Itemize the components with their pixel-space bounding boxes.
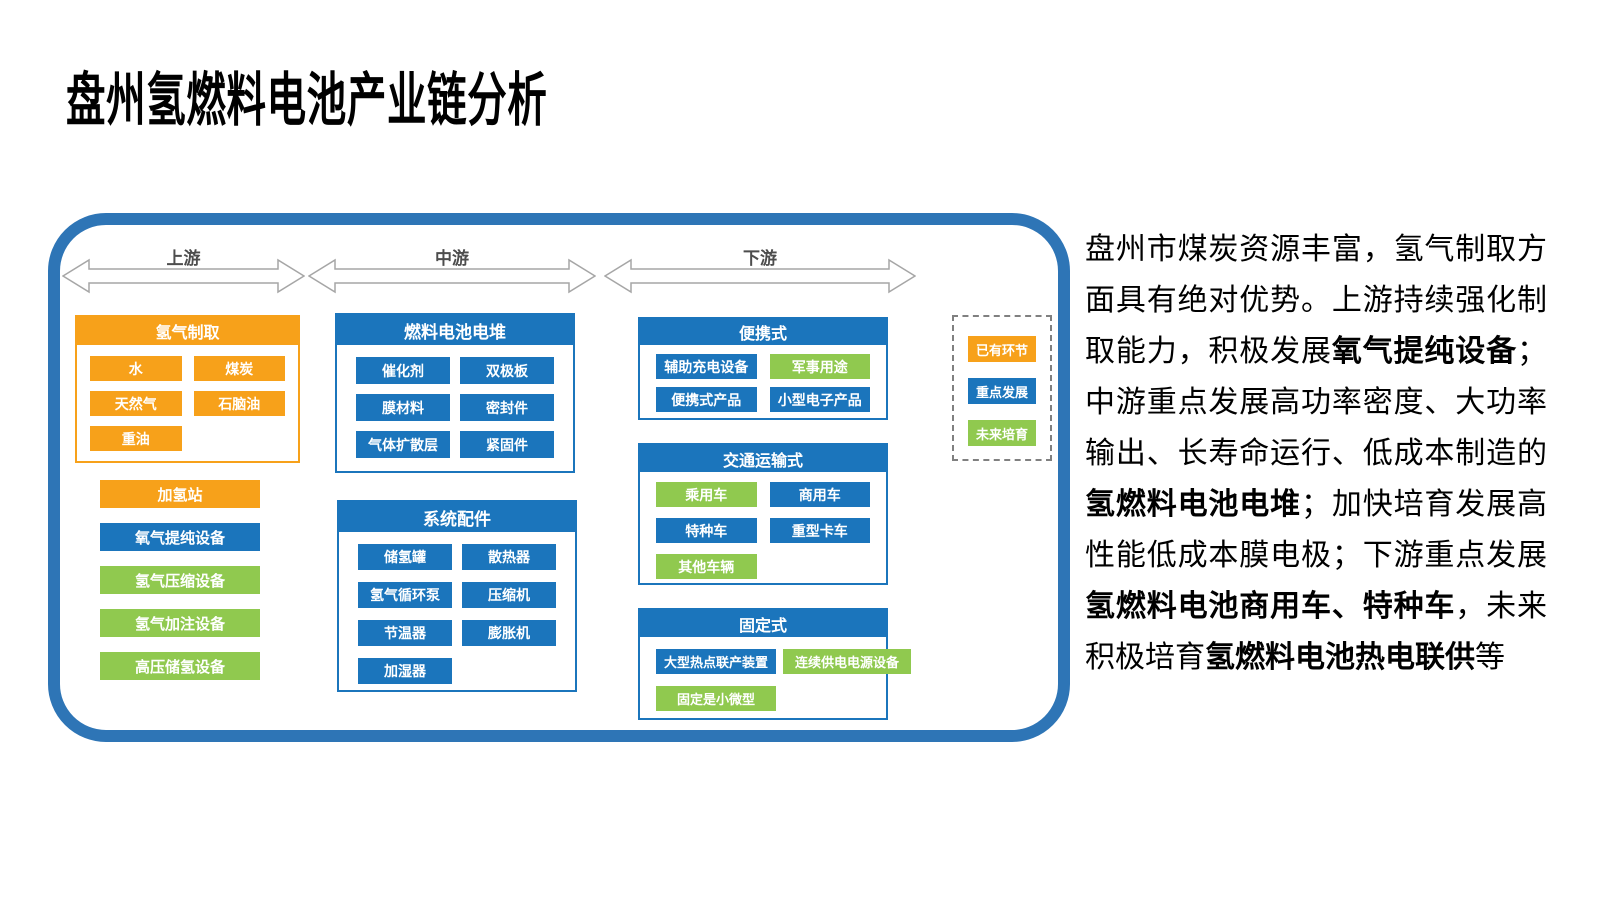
description-bold-segment: 氢燃料电池电堆 (1085, 488, 1301, 521)
chain-item-hydrogen-compression: 氢气压缩设备 (100, 566, 260, 594)
chain-item-radiator: 散热器 (462, 544, 556, 570)
group-items: 辅助充电设备 军事用途 便携式产品 小型电子产品 (640, 345, 886, 421)
chain-item-hydrogen-filling: 氢气加注设备 (100, 609, 260, 637)
group-items: 水 煤炭 天然气 石脑油 重油 (77, 345, 298, 462)
group-header-portable: 便携式 (640, 319, 886, 345)
chain-item-thermostat: 节温器 (358, 620, 452, 646)
description-bold-segment: 氧气提纯设备 (1331, 335, 1518, 368)
chain-item-high-pressure-storage: 高压储氢设备 (100, 652, 260, 680)
chain-item-heavy-truck: 重型卡车 (769, 518, 870, 543)
chain-item-compressor: 压缩机 (462, 582, 556, 608)
chain-item-special-vehicle: 特种车 (656, 518, 757, 543)
group-header-hydrogen-production: 氢气制取 (77, 317, 298, 345)
legend-item-future-cultivation: 未来培育 (968, 420, 1036, 446)
legend-box: 已有环节 重点发展 未来培育 (952, 315, 1052, 461)
chain-item-stationary-micro: 固定是小微型 (656, 686, 776, 711)
chain-item-small-electronics: 小型电子产品 (769, 387, 870, 412)
description-segment: 盘州市煤炭资源丰富，氢气制取方面具有绝对优势。上游持续强化制取能力，积极发展 (1085, 233, 1547, 368)
group-system-accessories: 系统配件 储氢罐 散热器 氢气循环泵 压缩机 节温器 膨胀机 加湿器 (337, 500, 577, 692)
chain-item-water: 水 (90, 356, 182, 381)
chain-item-fasteners: 紧固件 (460, 431, 554, 458)
stage-label-downstream: 下游 (743, 249, 777, 268)
upstream-standalone-list: 加氢站 氧气提纯设备 氢气压缩设备 氢气加注设备 高压储氢设备 (100, 480, 260, 680)
group-portable: 便携式 辅助充电设备 军事用途 便携式产品 小型电子产品 (638, 317, 888, 420)
group-header-system-accessories: 系统配件 (339, 502, 575, 532)
chain-item-naphtha: 石脑油 (193, 391, 285, 416)
description-bold-segment: 氢燃料电池商用车、特种车 (1085, 590, 1456, 623)
chain-item-catalyst: 催化剂 (356, 357, 450, 384)
description-segment: ；中游重点发展高功率密度、大功率输出、长寿命运行、低成本制造的 (1085, 335, 1548, 470)
stage-label-midstream: 中游 (435, 249, 469, 268)
chain-item-other-vehicles: 其他车辆 (656, 554, 757, 579)
chain-item-coal: 煤炭 (193, 356, 285, 381)
group-items: 催化剂 双极板 膜材料 密封件 气体扩散层 紧固件 (337, 345, 573, 468)
chain-item-passenger-car: 乘用车 (656, 482, 757, 507)
group-items: 乘用车 商用车 特种车 重型卡车 其他车辆 (640, 472, 886, 589)
chain-item-portable-products: 便携式产品 (656, 387, 757, 412)
group-header-stationary: 固定式 (640, 610, 886, 637)
chain-item-continuous-power-supply: 连续供电电源设备 (783, 649, 911, 674)
group-transportation: 交通运输式 乘用车 商用车 特种车 重型卡车 其他车辆 (638, 443, 888, 585)
description-segment: ，未来积极培育 (1085, 590, 1548, 674)
chain-item-cogeneration-unit: 大型热点联产装置 (656, 649, 776, 674)
legend-item-existing: 已有环节 (968, 336, 1036, 362)
chain-item-auxiliary-charging: 辅助充电设备 (656, 354, 757, 379)
chain-item-military-use: 军事用途 (769, 354, 870, 379)
legend-item-key-development: 重点发展 (968, 378, 1036, 404)
description-bold-segment: 氢燃料电池热电联供 (1205, 641, 1475, 674)
chain-item-expander: 膨胀机 (462, 620, 556, 646)
chain-item-seals: 密封件 (460, 394, 554, 421)
chain-item-membrane-material: 膜材料 (356, 394, 450, 421)
group-stationary: 固定式 大型热点联产装置 连续供电电源设备 固定是小微型 (638, 608, 911, 723)
chain-item-gas-diffusion-layer: 气体扩散层 (356, 431, 450, 458)
chain-item-natural-gas: 天然气 (90, 391, 182, 416)
group-header-fuel-cell-stack: 燃料电池电堆 (337, 315, 573, 345)
group-items: 储氢罐 散热器 氢气循环泵 压缩机 节温器 膨胀机 加湿器 (339, 532, 575, 694)
chain-item-heavy-oil: 重油 (90, 426, 182, 451)
chain-item-humidifier: 加湿器 (358, 658, 452, 684)
chain-item-refueling-station: 加氢站 (100, 480, 260, 508)
description-segment: 等 (1475, 641, 1505, 674)
stage-arrow-midstream-icon (308, 258, 596, 294)
group-items: 大型热点联产装置 连续供电电源设备 固定是小微型 (640, 637, 911, 723)
description-text: 盘州市煤炭资源丰富，氢气制取方面具有绝对优势。上游持续强化制取能力，积极发展氧气… (1085, 224, 1547, 683)
group-hydrogen-production: 氢气制取 水 煤炭 天然气 石脑油 重油 (75, 315, 300, 463)
stage-arrow-downstream-icon (604, 258, 916, 294)
chain-item-bipolar-plate: 双极板 (460, 357, 554, 384)
group-header-transportation: 交通运输式 (640, 445, 886, 472)
stage-label-upstream: 上游 (166, 249, 201, 268)
group-fuel-cell-stack: 燃料电池电堆 催化剂 双极板 膜材料 密封件 气体扩散层 紧固件 (335, 313, 575, 473)
slide-title: 盘州氢燃料电池产业链分析 (66, 68, 548, 133)
description-segment: ；加快培育发展高性能低成本膜电极；下游重点发展 (1085, 488, 1547, 572)
chain-item-commercial-vehicle: 商用车 (769, 482, 870, 507)
stage-arrow-upstream-icon (62, 258, 305, 294)
chain-item-hydrogen-tank: 储氢罐 (358, 544, 452, 570)
chain-item-oxygen-purification: 氧气提纯设备 (100, 523, 260, 551)
chain-item-circulation-pump: 氢气循环泵 (358, 582, 452, 608)
